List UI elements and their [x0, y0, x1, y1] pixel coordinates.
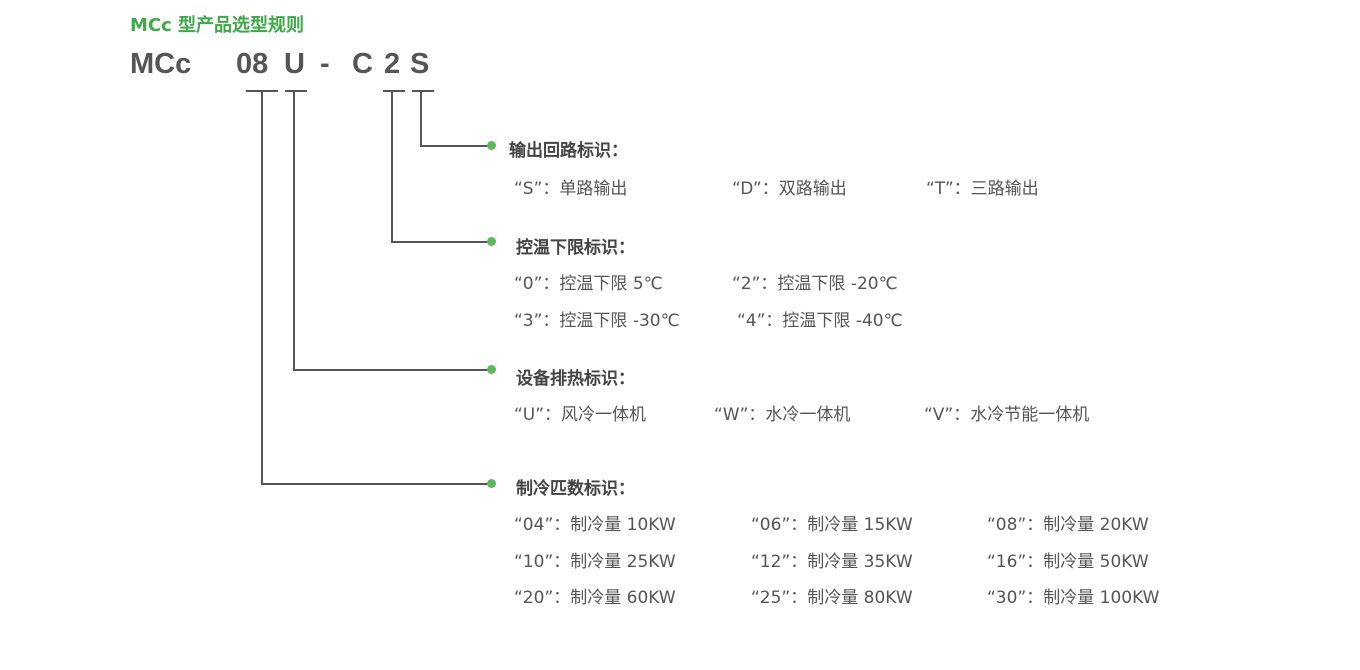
- temp-option-4: “4”：控温下限 -40℃: [737, 311, 903, 331]
- connector-temp-horizontal: [391, 241, 490, 243]
- code-capacity: 08: [236, 48, 269, 80]
- connector-temp-vertical: [391, 90, 393, 243]
- temp-option-3: “3”：控温下限 -30℃: [514, 311, 680, 331]
- cooling-option-08: “08”：制冷量 20KW: [987, 515, 1149, 535]
- code-temp-prefix: C: [352, 48, 373, 80]
- cooling-option-06: “06”：制冷量 15KW: [751, 515, 913, 535]
- heat-option-v: “V”：水冷节能一体机: [924, 405, 1090, 425]
- code-temp: 2: [384, 48, 401, 80]
- heat-option-w: “W”：水冷一体机: [714, 405, 851, 425]
- output-option-t: “T”：三路输出: [926, 179, 1039, 199]
- heat-option-u: “U”：风冷一体机: [514, 405, 647, 425]
- underline-temp: [383, 90, 405, 92]
- cooling-title: 制冷匹数标识：: [516, 479, 635, 499]
- connector-cooling-vertical: [261, 90, 263, 485]
- underline-heat: [285, 90, 307, 92]
- cooling-option-04: “04”：制冷量 10KW: [514, 515, 676, 535]
- cooling-option-30: “30”：制冷量 100KW: [987, 588, 1160, 608]
- cooling-option-12: “12”：制冷量 35KW: [751, 552, 913, 572]
- cooling-option-10: “10”：制冷量 25KW: [514, 552, 676, 572]
- temp-option-0: “0”：控温下限 5℃: [514, 274, 663, 294]
- connector-output-vertical: [420, 90, 422, 147]
- connector-cooling-dot: [487, 479, 496, 488]
- connector-output-horizontal: [420, 145, 490, 147]
- cooling-option-25: “25”：制冷量 80KW: [751, 588, 913, 608]
- connector-heat-horizontal: [293, 369, 490, 371]
- output-loop-title: 输出回路标识：: [509, 141, 628, 161]
- connector-heat-dot: [487, 365, 496, 374]
- output-option-s: “S”：单路输出: [514, 179, 628, 199]
- code-prefix: MCc: [130, 48, 192, 80]
- code-heat: U: [284, 48, 305, 80]
- connector-temp-dot: [487, 237, 496, 246]
- connector-heat-vertical: [293, 90, 295, 371]
- underline-output: [412, 90, 434, 92]
- code-output: S: [410, 48, 430, 80]
- connector-output-dot: [487, 141, 496, 150]
- page-title: MCc 型产品选型规则: [130, 15, 305, 36]
- cooling-option-20: “20”：制冷量 60KW: [514, 588, 676, 608]
- temp-option-2: “2”：控温下限 -20℃: [732, 274, 898, 294]
- output-option-d: “D”：双路输出: [732, 179, 847, 199]
- heat-title: 设备排热标识：: [516, 369, 635, 389]
- code-dash: -: [320, 48, 330, 80]
- cooling-option-16: “16”：制冷量 50KW: [987, 552, 1149, 572]
- temp-limit-title: 控温下限标识：: [516, 238, 635, 258]
- connector-cooling-horizontal: [261, 483, 490, 485]
